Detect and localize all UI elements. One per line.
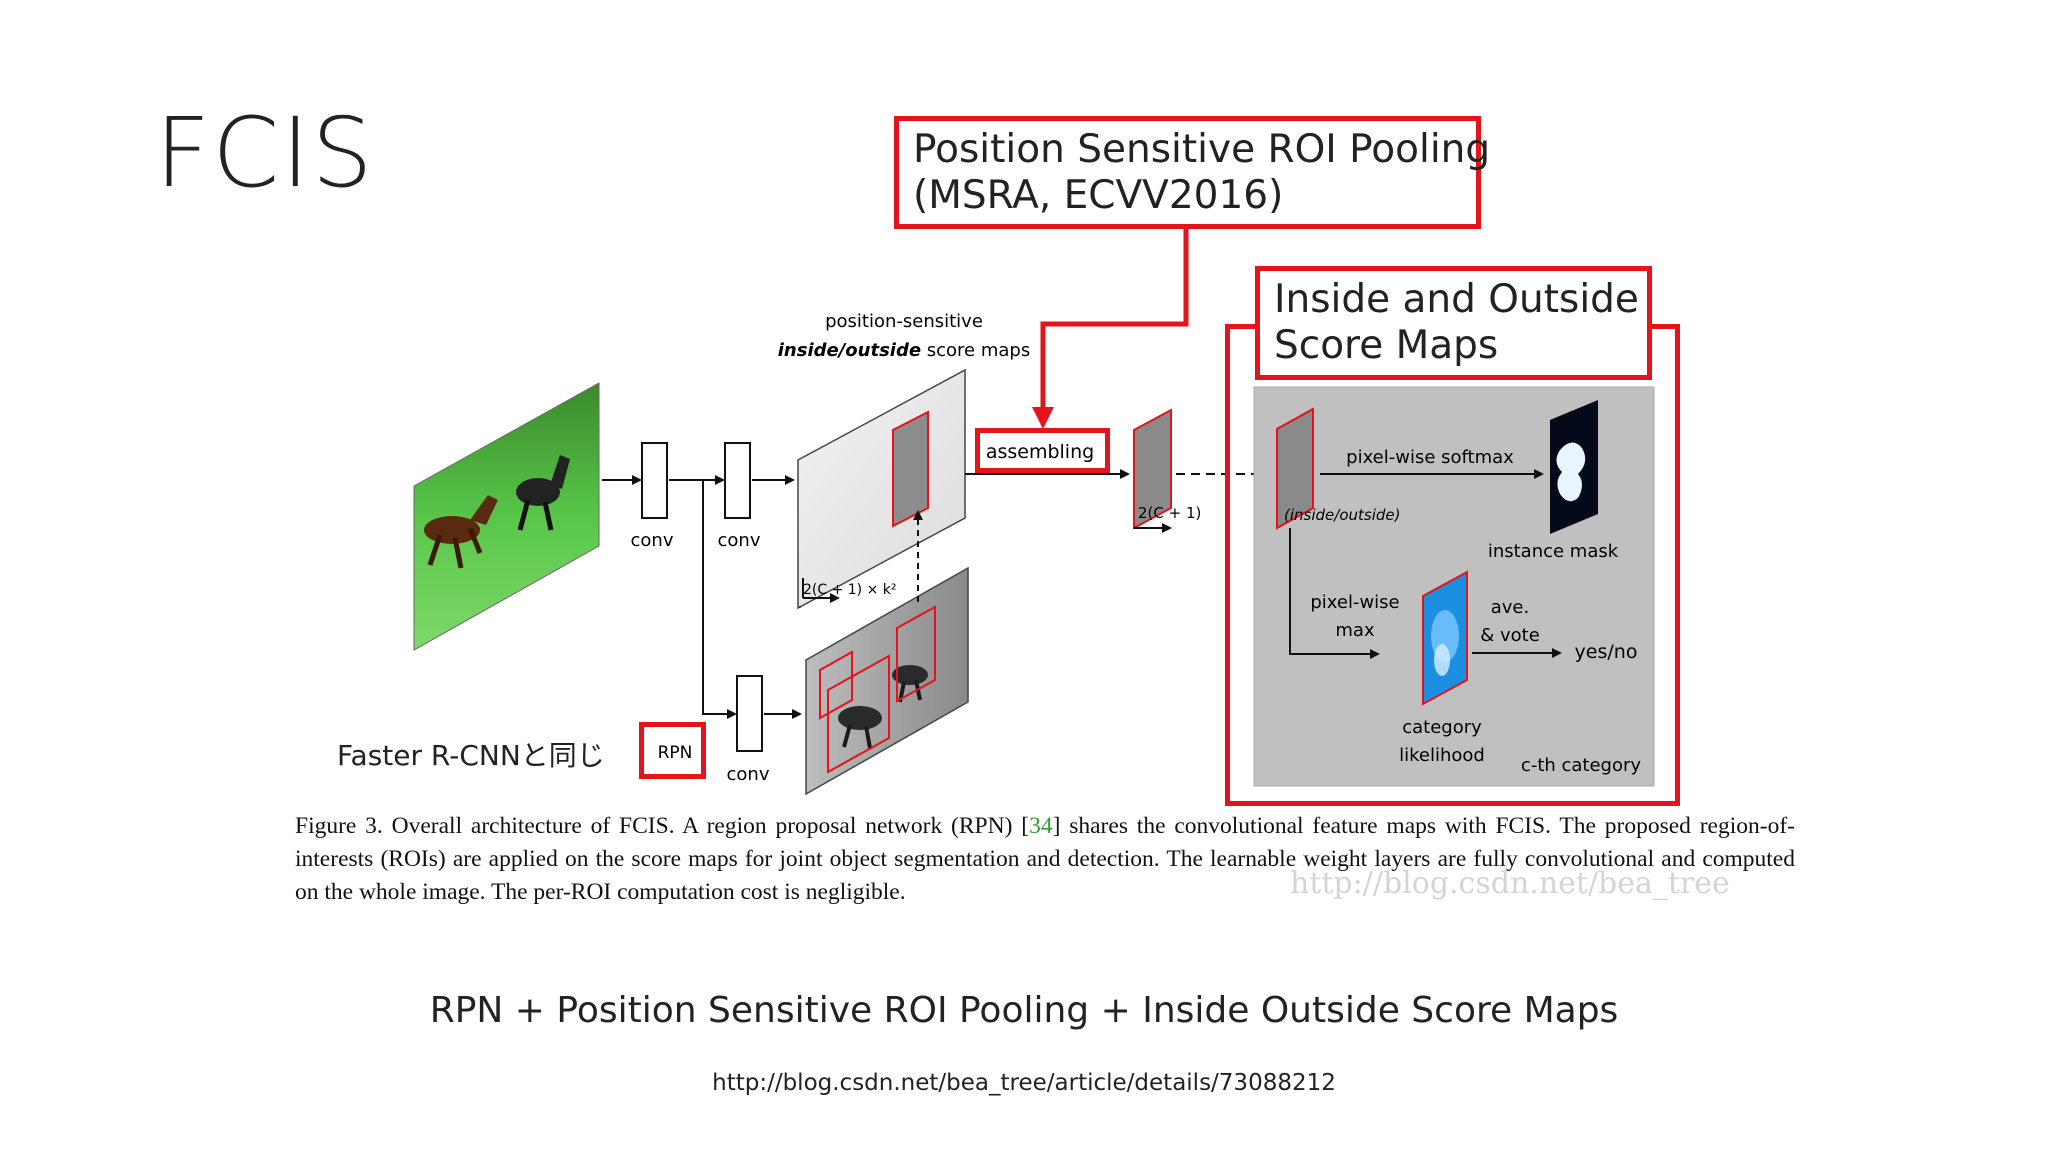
- slide-subtitle: RPN + Position Sensitive ROI Pooling + I…: [429, 990, 1619, 1031]
- rpn-highlight: [639, 722, 706, 779]
- dim-label-big: 2(C + 1) × k²: [803, 582, 897, 598]
- instance-mask-label: instance mask: [1488, 541, 1619, 562]
- arrow: [1289, 528, 1380, 659]
- source-url: http://blog.csdn.net/bea_tree/article/de…: [712, 1070, 1336, 1096]
- dim-label-small: 2(C + 1): [1138, 504, 1201, 522]
- assembled-map: [1133, 408, 1172, 533]
- score-maps-label-2: inside/outside score maps: [778, 340, 1030, 361]
- proposal-box: [896, 605, 936, 703]
- conv-label-2: conv: [718, 530, 761, 551]
- inside-outside-callout: Inside and Outside Score Maps: [1255, 266, 1652, 380]
- callout-connector: [1032, 228, 1189, 429]
- pixel-softmax-label: pixel-wise softmax: [1346, 447, 1514, 468]
- arrow: [702, 480, 737, 719]
- score-maps-label-1: position-sensitive: [825, 311, 983, 332]
- rpn-label: RPN: [658, 743, 693, 763]
- category-likelihood-label-1: category: [1402, 717, 1482, 738]
- proposal-box: [827, 654, 890, 774]
- inside-outside-callout-line2: Score Maps: [1274, 323, 1499, 368]
- conv-block-2: [724, 442, 751, 519]
- pixel-max-label-1: pixel-wise: [1310, 592, 1399, 613]
- conv-label-1: conv: [631, 530, 674, 551]
- figure-caption: Figure 3. Overall architecture of FCIS. …: [295, 810, 1795, 909]
- faster-rcnn-note: Faster R-CNNと同じ: [337, 739, 605, 772]
- caption-reference: 34: [1029, 813, 1053, 839]
- slide-title: FCIS: [155, 97, 375, 209]
- cth-category-label: c-th category: [1521, 755, 1641, 776]
- psroi-callout-line2: (MSRA, ECVV2016): [913, 173, 1284, 218]
- ave-label-2: & vote: [1480, 625, 1540, 646]
- assembling-label: assembling: [986, 441, 1094, 463]
- yes-no-label: yes/no: [1575, 641, 1638, 663]
- score-maps-stack: [797, 368, 966, 610]
- inside-outside-callout-line1: Inside and Outside: [1274, 277, 1639, 322]
- inside-outside-map: [1276, 407, 1314, 530]
- caption-text-2: ] shares the convolutional feature maps …: [295, 813, 1795, 905]
- assembling-highlight: [975, 428, 1110, 473]
- psroi-callout-line1: Position Sensitive ROI Pooling: [913, 127, 1491, 172]
- inside-outside-panel-highlight: [1225, 324, 1680, 806]
- conv-block-3: [736, 675, 763, 752]
- instance-mask-image: [1550, 400, 1598, 534]
- roi-region: [892, 410, 929, 528]
- horse-shape: [516, 478, 560, 506]
- inside-outside-label: (inside/outside): [1284, 506, 1400, 524]
- category-likelihood-image: [1422, 570, 1468, 706]
- caption-text-1: Figure 3. Overall architecture of FCIS. …: [295, 813, 1030, 839]
- watermark: http://blog.csdn.net/bea_tree: [1290, 866, 1730, 901]
- ave-label-1: ave.: [1491, 597, 1529, 618]
- psroi-callout: Position Sensitive ROI Pooling (MSRA, EC…: [894, 116, 1491, 229]
- conv-label-3: conv: [727, 764, 770, 785]
- conv-block-1: [641, 442, 668, 519]
- input-image: [413, 382, 600, 651]
- proposal-box: [819, 650, 853, 720]
- rpn-proposals-image: [805, 566, 969, 796]
- category-likelihood-label-2: likelihood: [1399, 745, 1485, 766]
- pixel-max-label-2: max: [1335, 620, 1375, 641]
